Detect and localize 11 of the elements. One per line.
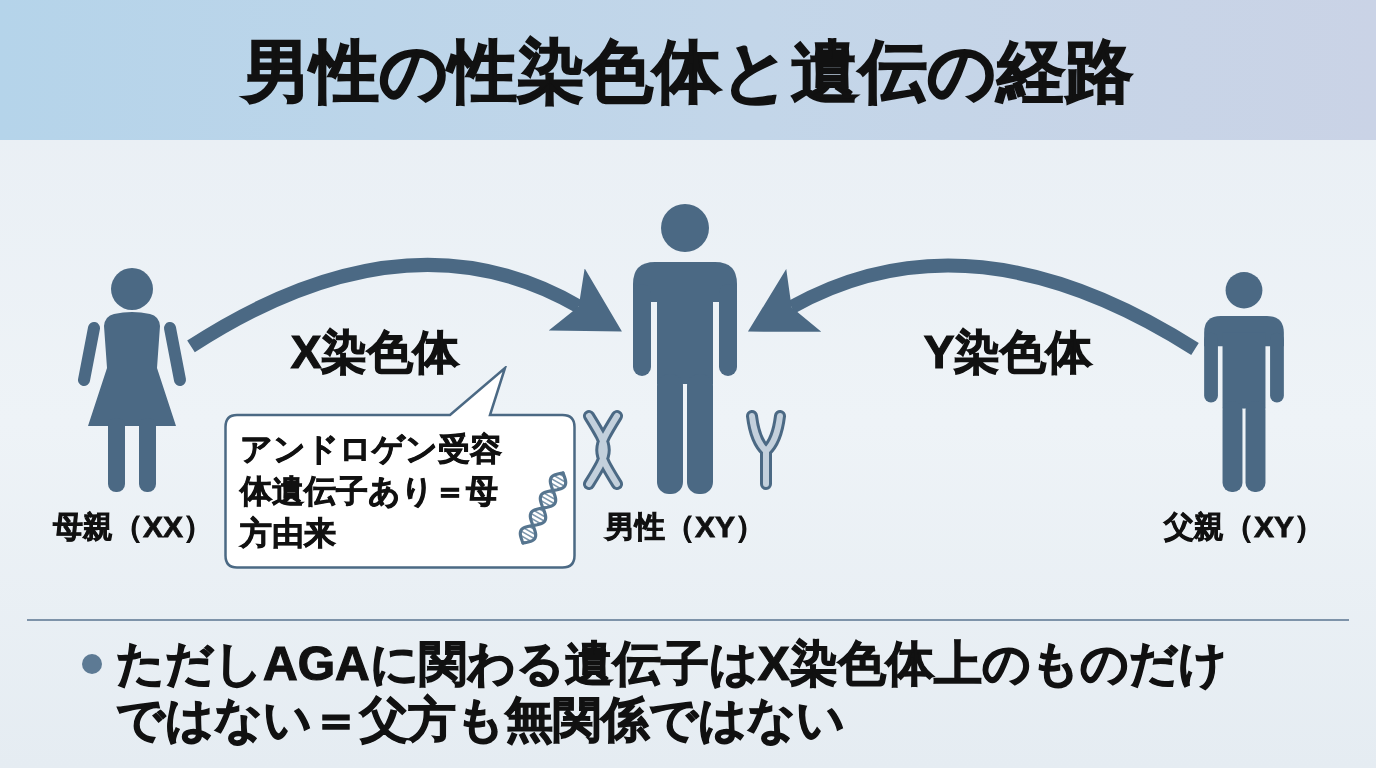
title: 男性の性染色体と遺伝の経路 xyxy=(243,32,1133,110)
woman-figure xyxy=(78,268,188,492)
curved-arrow xyxy=(187,257,624,353)
edge-label: Y染色体 xyxy=(923,325,1093,379)
callout-text: アンドロゲン受容体遺伝子あり＝母方由来 xyxy=(240,430,503,553)
note-text: ただしAGAに関わる遺伝子はX染色体上のものだけではない＝父方も無関係ではない xyxy=(116,636,1228,748)
figure-caption: 男性（XY） xyxy=(605,509,765,545)
figure-caption: 母親（XX） xyxy=(53,509,213,545)
figure-caption: 父親（XY） xyxy=(1164,509,1324,545)
edge-label: X染色体 xyxy=(290,325,460,379)
curved-arrow xyxy=(746,258,1199,355)
